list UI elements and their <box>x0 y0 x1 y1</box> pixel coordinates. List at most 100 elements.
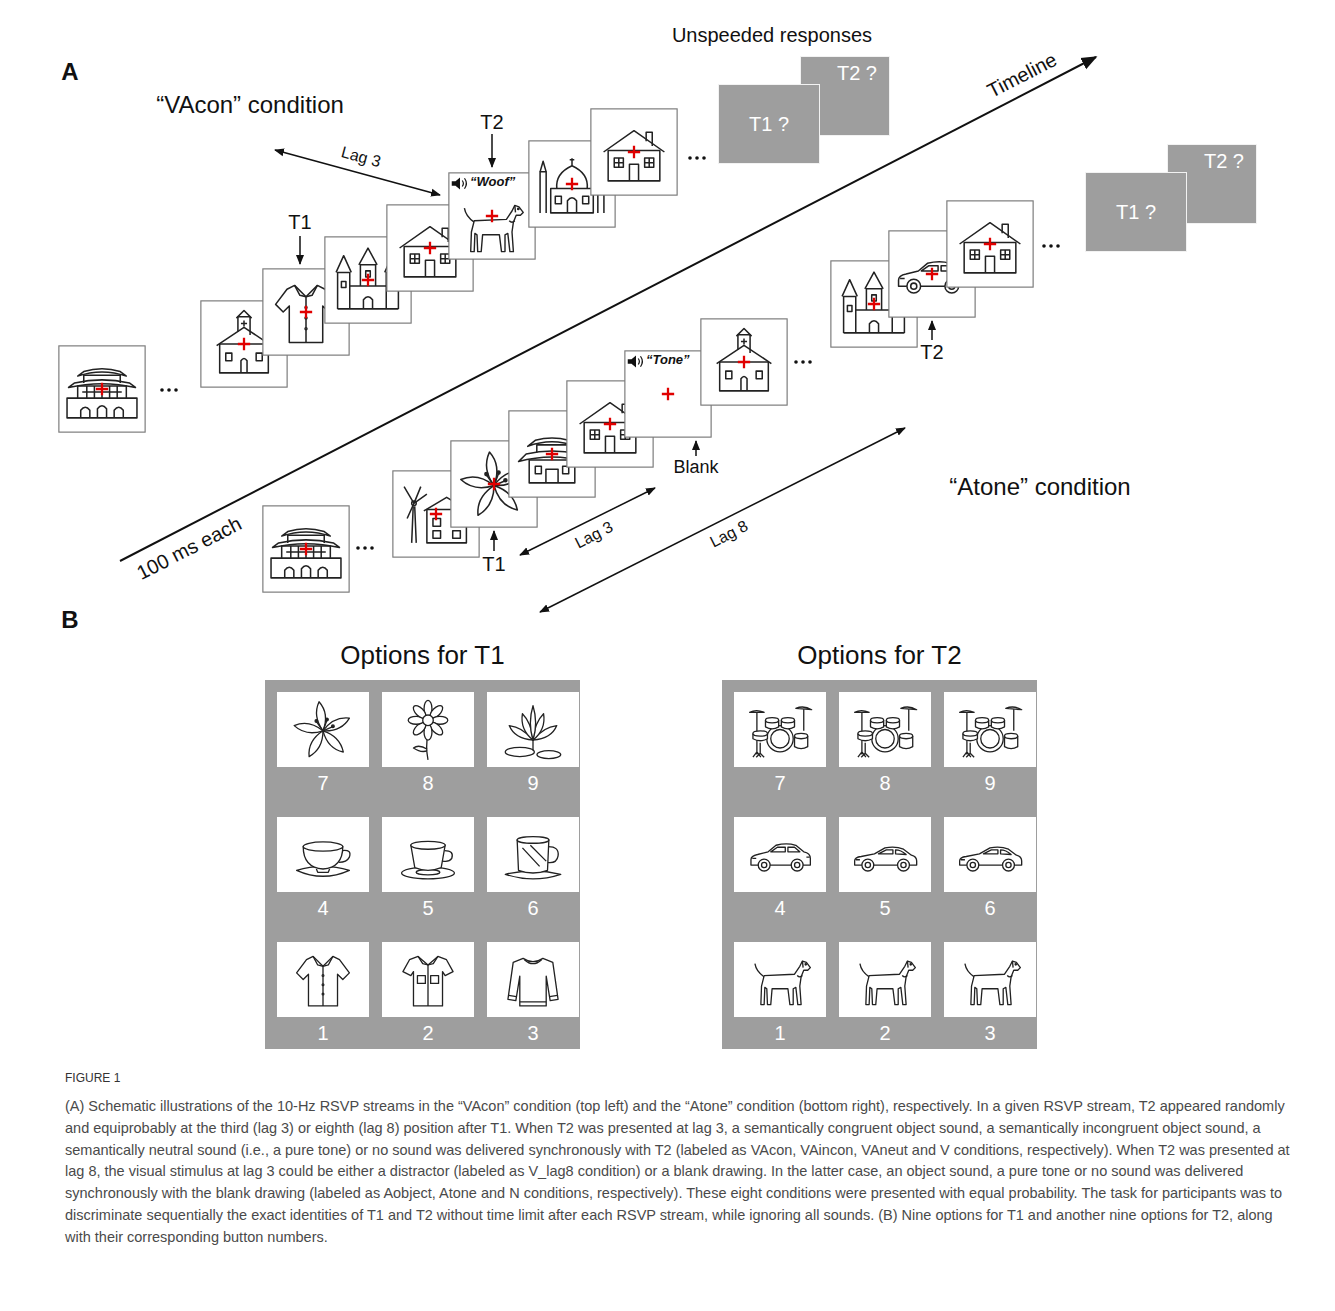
option-tile: 2 <box>839 942 931 1017</box>
ellipsis-dot <box>160 388 164 392</box>
option-illustration <box>277 817 369 892</box>
option-picture <box>755 961 810 1005</box>
button-number: 1 <box>277 1017 369 1023</box>
button-number: 7 <box>277 767 369 773</box>
node-text: “Tone” <box>646 353 690 367</box>
pointer-arrow <box>695 441 697 456</box>
speaker-icon <box>452 178 467 190</box>
fixation-cross <box>430 508 442 520</box>
option-tile: 5 <box>839 817 931 892</box>
button-number: 9 <box>944 767 1036 773</box>
lag-arrow <box>520 488 655 555</box>
option-illustration <box>487 817 579 892</box>
option-picture <box>297 956 350 1006</box>
option-tile: 6 <box>487 817 579 892</box>
option-picture <box>505 837 560 879</box>
option-illustration <box>839 692 931 767</box>
option-illustration <box>277 692 369 767</box>
rsvp-frame <box>449 173 535 259</box>
option-tile: 1 <box>277 942 369 1017</box>
option-illustration <box>944 817 1036 892</box>
blank-label: Blank <box>673 458 718 478</box>
button-number: 1 <box>734 1017 826 1023</box>
option-illustration <box>382 817 474 892</box>
option-illustration <box>734 817 826 892</box>
option-illustration <box>487 692 579 767</box>
pointer-arrow <box>491 134 493 167</box>
axis-label: Timeline <box>984 48 1061 102</box>
option-tile: 9 <box>944 692 1036 767</box>
rsvp-frame <box>947 201 1033 287</box>
button-number: 3 <box>944 1017 1036 1023</box>
rsvp-frame <box>59 346 145 432</box>
panel-letter: B <box>61 607 78 633</box>
option-tile: 4 <box>277 817 369 892</box>
fixation-cross <box>566 178 578 190</box>
option-illustration <box>734 692 826 767</box>
panel-heading: Options for T1 <box>205 641 640 670</box>
ellipsis-dot <box>794 360 798 364</box>
lag-label: Lag 3 <box>572 518 616 552</box>
pointer-arrow <box>493 531 495 551</box>
option-picture <box>505 706 560 759</box>
option-tile: 7 <box>277 692 369 767</box>
option-illustration <box>839 817 931 892</box>
button-number: 2 <box>382 1017 474 1023</box>
option-tile: 6 <box>944 817 1036 892</box>
target-label: T2 <box>920 341 943 363</box>
option-illustration <box>944 942 1036 1017</box>
lag-label: Lag 8 <box>707 517 751 551</box>
sound-frame: “Tone” <box>624 350 712 438</box>
frame-border <box>947 201 1033 287</box>
option-picture <box>965 961 1020 1005</box>
fixation-cross <box>96 383 108 395</box>
option-illustration <box>734 942 826 1017</box>
note-label: Unspeeded responses <box>672 24 872 46</box>
fixation-cross <box>868 298 880 310</box>
option-picture <box>508 958 558 1006</box>
target-label: T2 <box>480 111 503 133</box>
rsvp-frame <box>701 319 787 405</box>
node-text: “Woof” <box>470 175 515 189</box>
ellipsis-dot <box>1049 244 1053 248</box>
button-number: 8 <box>382 767 474 773</box>
ellipsis-dot <box>370 546 374 550</box>
frame-border <box>701 319 787 405</box>
option-picture <box>855 707 917 757</box>
panel-letter: A <box>61 59 78 85</box>
option-tile: 5 <box>382 817 474 892</box>
fixation-cross <box>300 543 312 555</box>
pointer-arrow <box>299 236 301 264</box>
ellipsis-dot <box>801 360 805 364</box>
figure-caption: (A) Schematic illustrations of the 10-Hz… <box>65 1096 1290 1248</box>
option-picture <box>402 841 455 879</box>
option-tile: 1 <box>734 942 826 1017</box>
node-text: T1 ? <box>749 113 789 135</box>
button-number: 2 <box>839 1017 931 1023</box>
rsvp-frame <box>591 109 677 195</box>
option-tile: 2 <box>382 942 474 1017</box>
condition-label: “Atone” condition <box>949 474 1130 500</box>
frame-border <box>591 109 677 195</box>
fixation-cross <box>604 418 616 430</box>
rsvp-frames <box>59 109 1060 592</box>
option-tile: 8 <box>839 692 931 767</box>
frame-border <box>263 506 349 592</box>
fixation-cross <box>300 306 312 318</box>
ellipsis-dot <box>1042 244 1046 248</box>
option-picture <box>960 707 1022 757</box>
frame-border <box>625 351 711 437</box>
target-label: T1 <box>288 211 311 233</box>
response-screen: T1 ? <box>718 84 820 164</box>
option-picture <box>855 847 917 871</box>
fixation-cross <box>486 210 498 222</box>
button-number: 5 <box>839 892 931 898</box>
option-tile: 7 <box>734 692 826 767</box>
sound-frame: “Woof” <box>448 172 536 260</box>
fixation-cross <box>738 356 750 368</box>
options-panel: Options for T1789456123 <box>265 680 580 1049</box>
lag-label: Lag 3 <box>339 143 382 170</box>
ellipsis-dot <box>688 156 692 160</box>
option-picture <box>297 842 350 876</box>
